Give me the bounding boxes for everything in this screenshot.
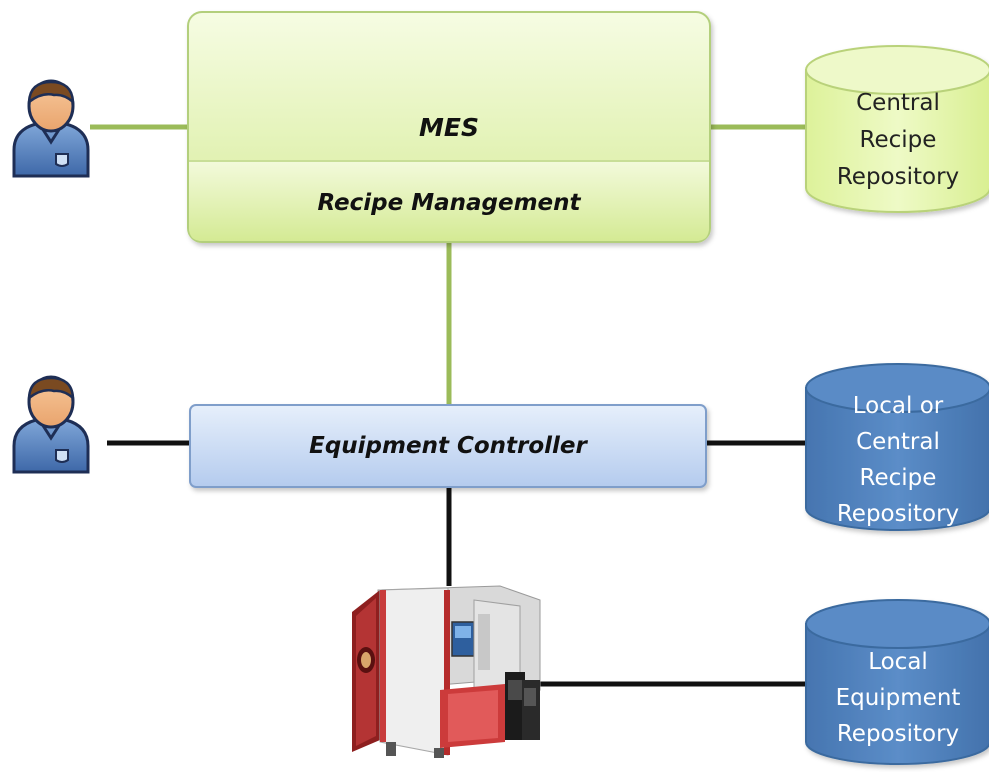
central-repository-line-2: Recipe xyxy=(860,127,937,153)
user-icon-top xyxy=(12,79,90,178)
central-repository-line-3: Repository xyxy=(837,164,959,190)
local-central-repository-line-1: Local or xyxy=(853,393,944,419)
central-repository-line-1: Central xyxy=(856,90,940,116)
database-icon xyxy=(805,599,989,765)
local-equipment-repository-line-3: Repository xyxy=(837,721,959,747)
local-central-repository-line-4: Repository xyxy=(837,501,959,527)
central-recipe-repository[interactable]: Central Recipe Repository xyxy=(805,45,989,213)
equipment-controller-title: Equipment Controller xyxy=(309,433,588,459)
local-equipment-repository[interactable]: Local Equipment Repository xyxy=(805,599,989,765)
local-central-repository-line-3: Recipe xyxy=(860,465,937,491)
database-icon xyxy=(805,363,989,531)
connectors xyxy=(90,124,808,687)
mes-title: MES xyxy=(419,113,479,142)
local-equipment-repository-line-1: Local xyxy=(868,649,928,675)
mes-box[interactable] xyxy=(187,11,711,243)
user-icon-bottom xyxy=(12,375,90,474)
local-equipment-repository-line-2: Equipment xyxy=(836,685,961,711)
local-or-central-recipe-repository[interactable]: Local or Central Recipe Repository xyxy=(805,363,989,531)
mes-subtitle: Recipe Management xyxy=(317,190,581,216)
local-central-repository-line-2: Central xyxy=(856,429,940,455)
database-icon xyxy=(805,45,989,213)
equipment-controller-box[interactable] xyxy=(189,404,707,488)
semiconductor-equipment-icon xyxy=(352,585,541,758)
